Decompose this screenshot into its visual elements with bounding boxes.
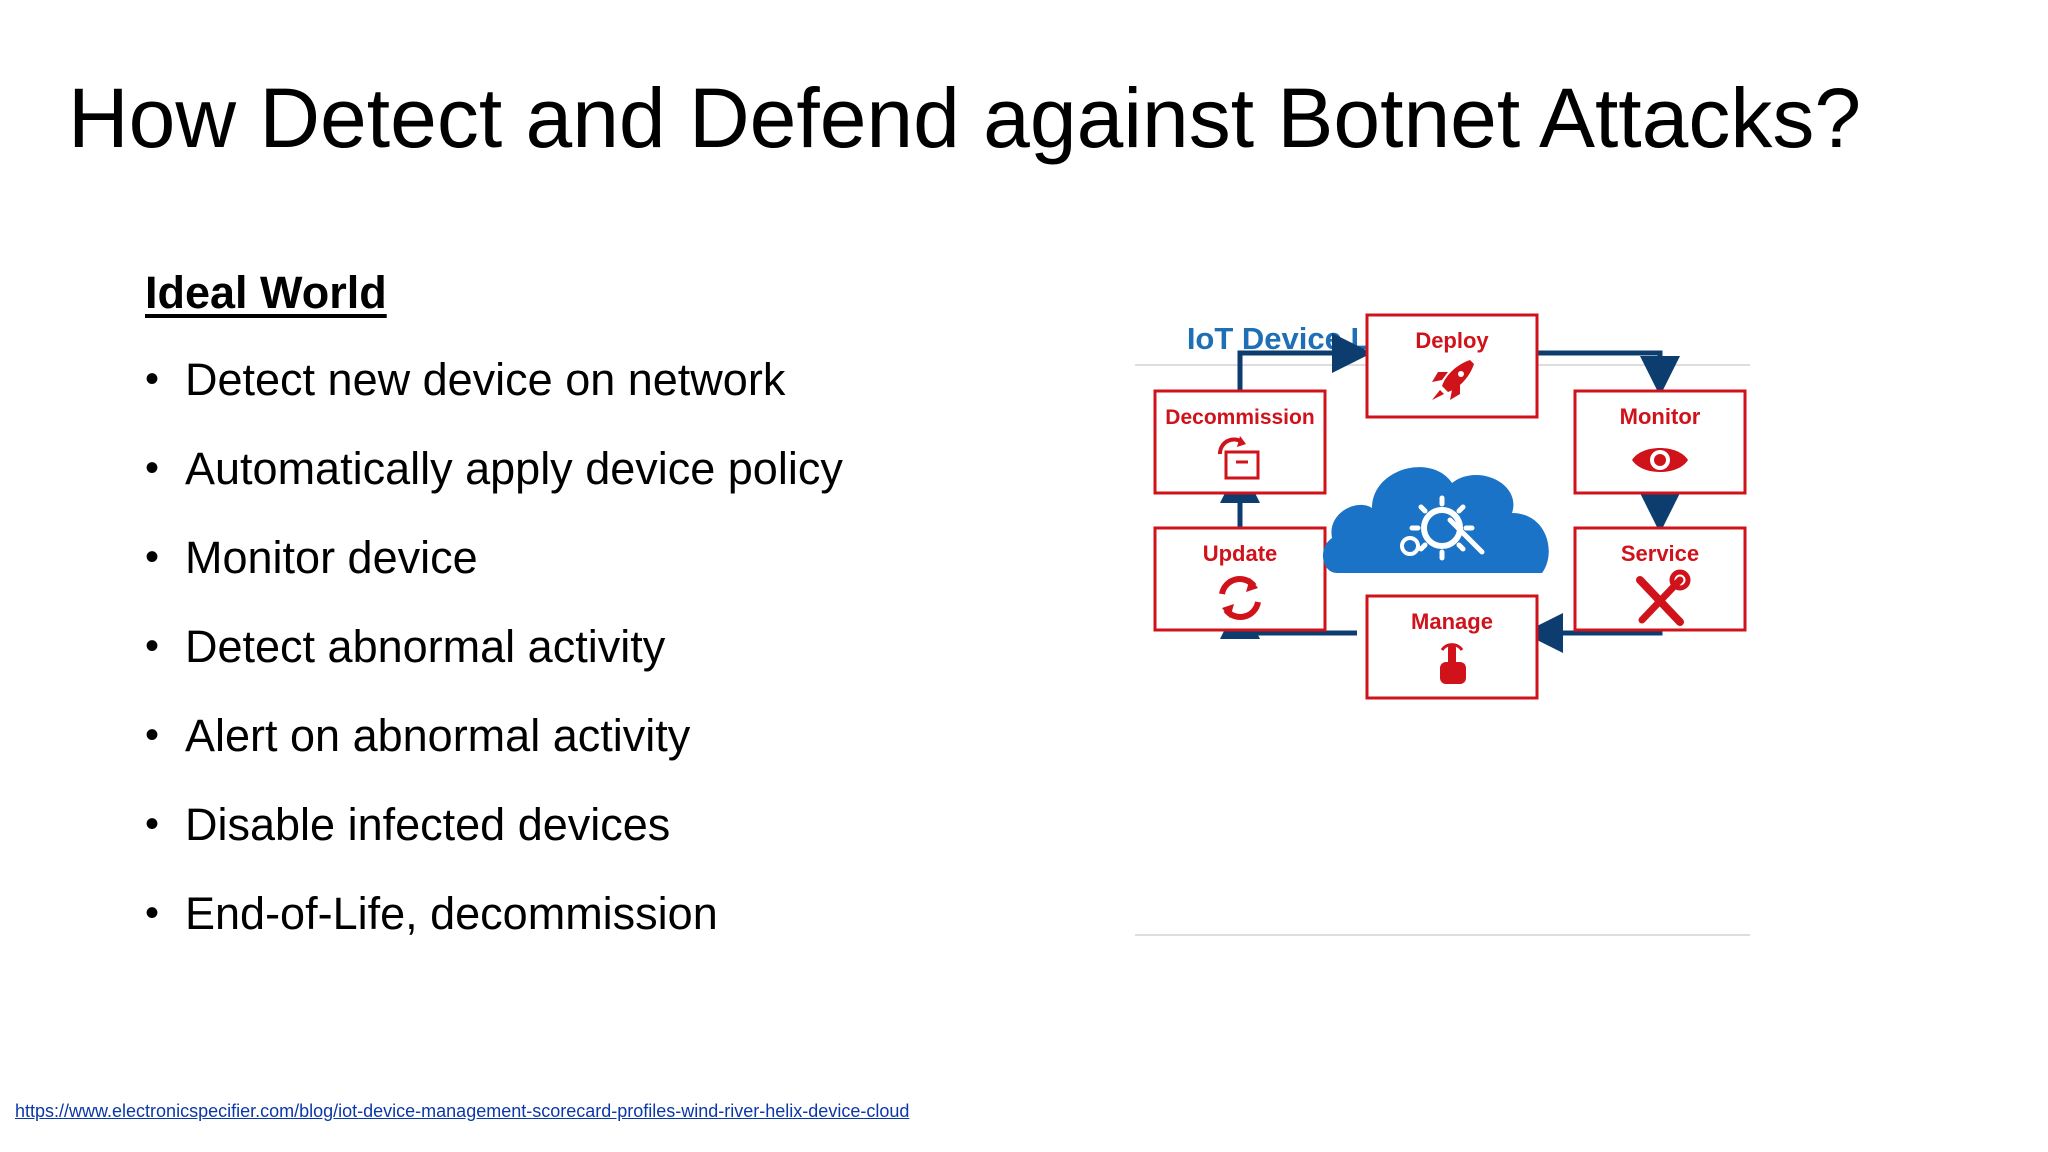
bullet-text: Monitor device [185,532,478,583]
stage-monitor: Monitor [1573,389,1747,495]
bullet-text: Disable infected devices [185,799,671,850]
bullet-dot-icon: • [145,535,160,579]
subheading: Ideal World [145,267,387,318]
archive-box-icon [1218,436,1260,480]
bullet-dot-icon: • [145,357,160,401]
bullet-text: Automatically apply device policy [185,443,843,494]
stage-service: Service [1573,526,1747,632]
bullet-item: • Monitor device [145,530,843,585]
bullet-dot-icon: • [145,713,160,757]
stage-update: Update [1153,526,1327,632]
stage-manage-label: Manage [1411,609,1493,634]
bullet-text: Detect abnormal activity [185,621,666,672]
stage-deploy-label: Deploy [1415,328,1489,353]
bullet-list: • Detect new device on network • Automatic… [145,352,843,975]
bullet-text: End-of-Life, decommission [185,888,718,939]
stage-decommission: Decommission [1153,389,1327,495]
iot-lifecycle-diagram: IoT Device Lifecycle Dep [1135,300,1750,940]
refresh-icon [1219,576,1261,620]
bullet-item: • Detect abnormal activity [145,619,843,674]
slide-title: How Detect and Defend against Botnet Att… [68,71,1862,165]
bullet-item: • Automatically apply device policy [145,441,843,496]
bullet-item: • Disable infected devices [145,797,843,852]
stage-monitor-label: Monitor [1620,404,1701,429]
stage-manage: Manage [1365,594,1539,700]
stage-update-label: Update [1203,541,1278,566]
cloud-gears-icon [1322,467,1549,573]
stage-service-label: Service [1621,541,1699,566]
eye-icon [1632,448,1688,472]
bullet-item: • Alert on abnormal activity [145,708,843,763]
arrow-decommission-to-deploy [1237,333,1372,390]
bullet-dot-icon: • [145,891,160,935]
arrow-deploy-to-monitor [1530,350,1680,396]
tools-icon [1636,569,1691,626]
bullet-dot-icon: • [145,446,160,490]
bullet-text: Detect new device on network [185,354,786,405]
bullet-dot-icon: • [145,802,160,846]
source-link[interactable]: https://www.electronicspecifier.com/blog… [15,1101,910,1121]
bullet-item: • End-of-Life, decommission [145,886,843,941]
stage-deploy: Deploy [1365,313,1539,419]
hand-pointer-icon [1440,643,1466,684]
stage-decommission-label: Decommission [1165,406,1314,429]
bullet-item: • Detect new device on network [145,352,843,407]
bullet-dot-icon: • [145,624,160,668]
rocket-icon [1432,360,1474,400]
bullet-text: Alert on abnormal activity [185,710,691,761]
